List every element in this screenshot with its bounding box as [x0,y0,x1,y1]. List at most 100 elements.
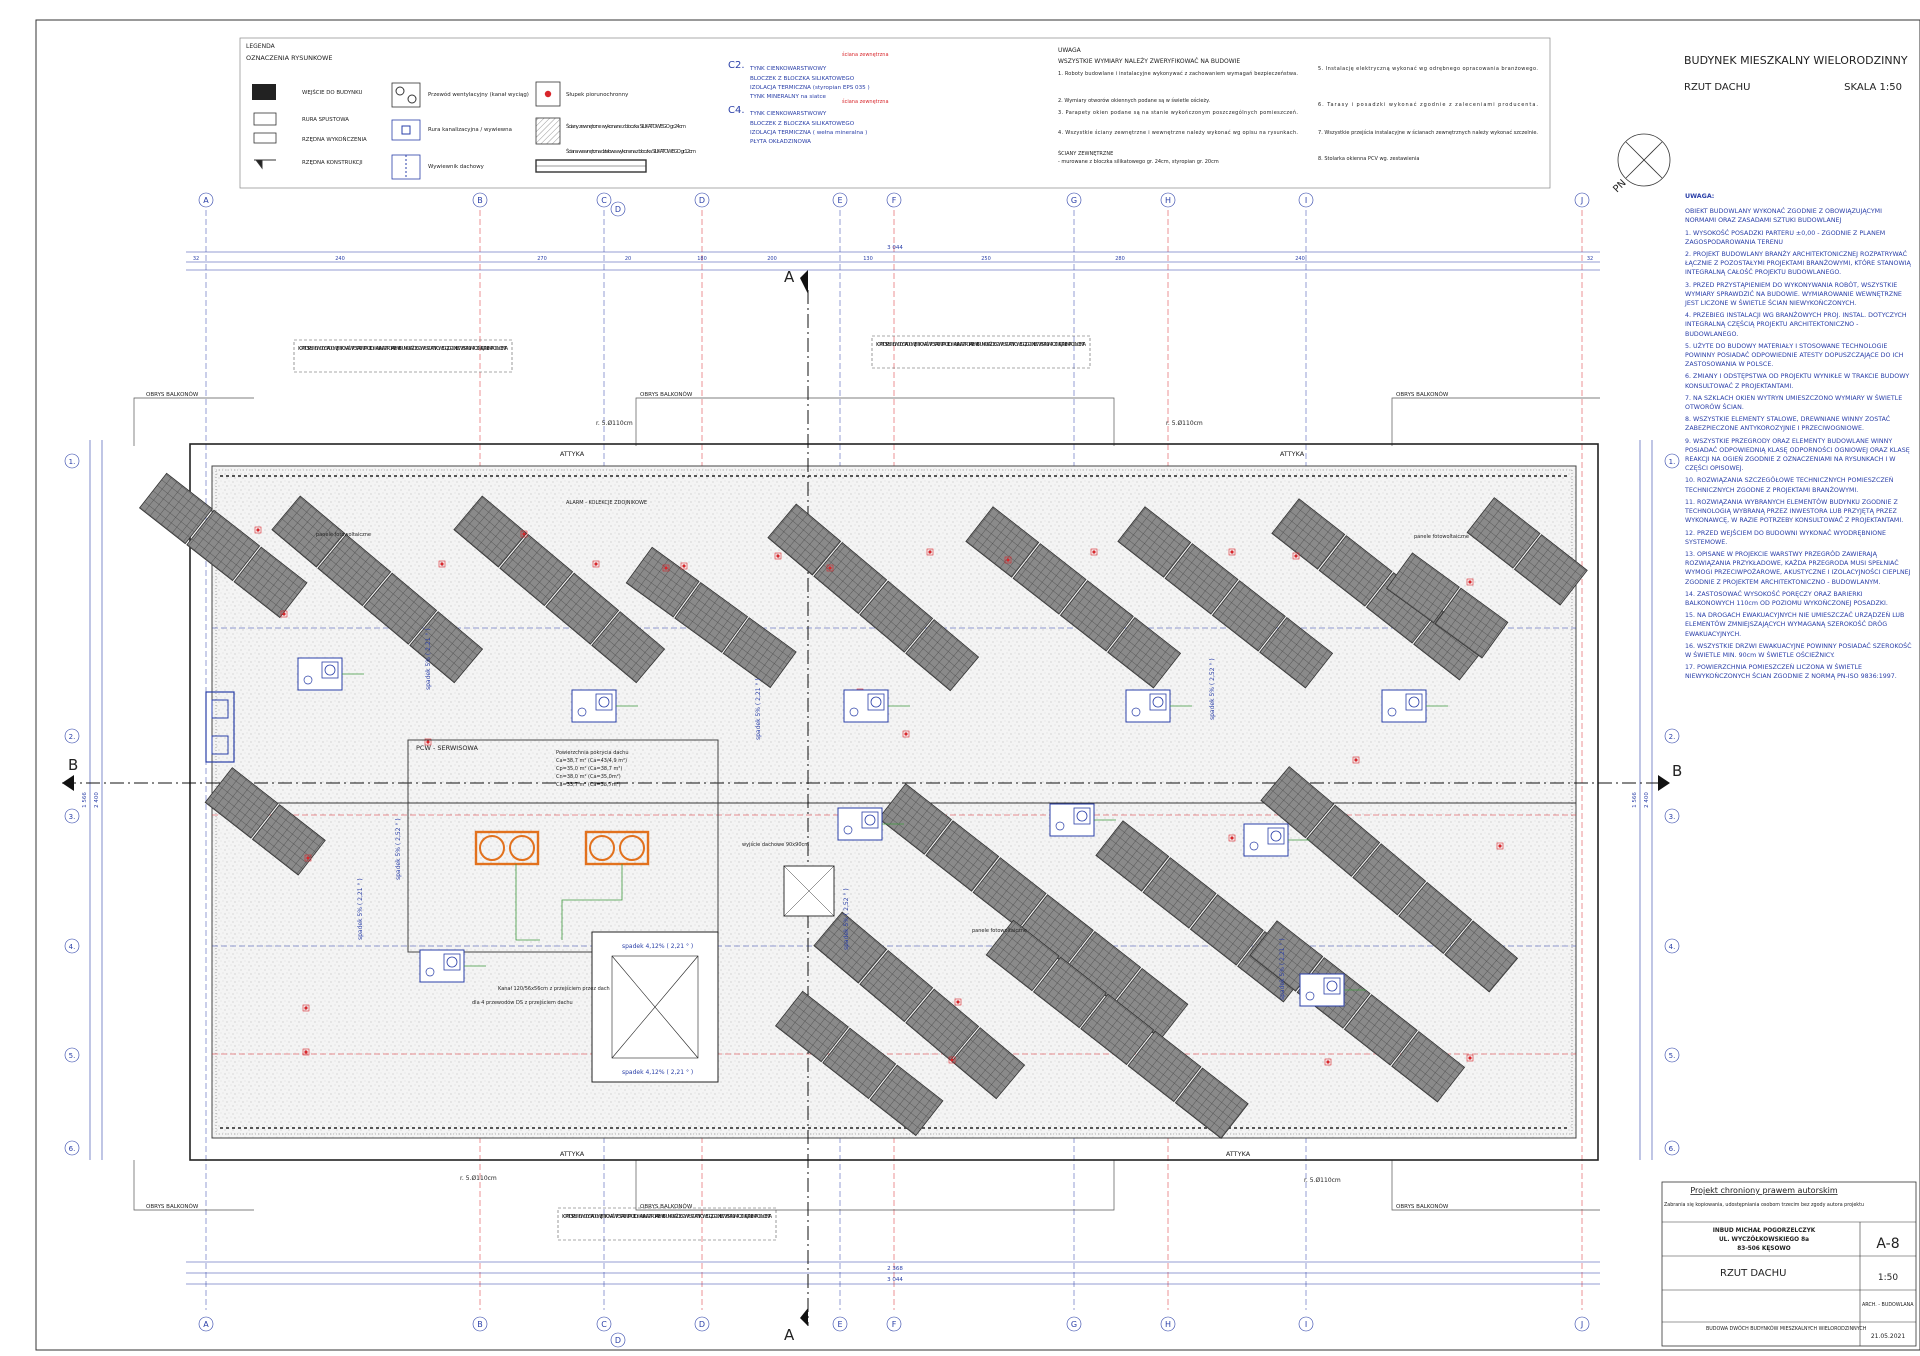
pv-module [965,506,1040,578]
vent-unit [571,689,638,723]
legend-panel [239,37,1551,189]
title-block: BUDYNEK MIESZKALNY WIELORODZINNY RZUT DA… [1611,54,1908,195]
axis-number: 1. [1669,458,1676,466]
pv-module [1259,617,1334,689]
stamp-copyright: Projekt chroniony prawem autorskim [1690,1186,1838,1195]
vent-unit [1049,803,1116,837]
note-item: 9. WSZYSTKIE PRZEGRODY ORAZ ELEMENTY BUD… [1685,437,1910,473]
lightning-rod-dot [928,550,932,554]
vent-unit-body [1381,689,1427,723]
axis-letter: E [837,196,842,205]
lightning-rod-dot [1468,1056,1472,1060]
legend: LEGENDA OZNACZENIA RYSUNKOWE WEJŚCIE DO … [246,43,696,180]
obrys-label-tr: OBRYS BALKONÓW [1396,391,1449,398]
layer-specs: ściana zewnętrzna C2. TYNK CIENKOWARSTWO… [728,51,889,145]
axis-bubble [832,1316,848,1332]
dim-bot-mid: 2 368 [887,1266,903,1272]
axis-bubble-row [64,938,80,954]
dim-tick-label: 250 [981,256,991,262]
obrys-label-tm: OBRYS BALKONÓW [640,391,693,398]
attyka-label-tr: ATTYKA [1280,450,1305,458]
vent-unit-outlet [843,825,853,835]
pv-module [774,990,849,1063]
pv-module [1466,497,1541,569]
left-duct-box-2 [211,735,229,755]
axis-number: 3. [1669,813,1676,821]
legend-item-level-finish: RZĘDNA WYKOŃCZENIA [302,136,367,143]
slope-labels: spadek 5% ( 2,21 ° ) spadek 5% ( 2,21 ° … [357,628,1286,1000]
note-box-bottom-text: KORYTO SPŁYWU WODY OPADOWEJ WYKONAĆ W PO… [562,1213,773,1220]
c2-red-note: ściana zewnętrzna [842,51,889,58]
pv-module [1211,580,1286,652]
pv-module [859,950,934,1023]
axis-number: 6. [69,1145,76,1153]
c4-line-2: BLOCZEK Z BLOCZKA SILIKATOWEGO [750,121,855,127]
axis-number: 5. [69,1052,76,1060]
axis-letter: H [1165,196,1171,205]
lightning-rod-marker [662,564,670,572]
legend-item-int-wall: Ściana wewnętrzna działowa wykonana z bl… [566,148,696,155]
stamp-scale: 1:50 [1878,1273,1898,1283]
lightning-rod-dot [1468,580,1472,584]
vent-unit-body [837,807,883,841]
slope-label-pyramid-bottom: spadek 4,12% ( 2,21 ° ) [622,1069,693,1076]
obrys-label-bl: OBRYS BALKONÓW [146,1203,199,1210]
pv-panel-array [767,503,980,692]
dim-right-mid: 1 566 [1632,792,1638,808]
alarm-note: ALARM - KOLEKCJE ZDOJNIKOWE [566,500,647,506]
lightning-rod-marker [1228,834,1236,842]
axis-letter: F [892,196,897,205]
stamp-company-1: INBUD MICHAŁ POGORZELCZYK [1713,1228,1816,1234]
vent-unit-fan-box [1405,693,1423,711]
lightning-rod-marker [1292,552,1300,560]
vent-unit [419,949,486,983]
legend-item-entrance: WEJŚCIE DO BUDYNKU [302,89,363,96]
pv-panel-array [453,495,666,684]
axis-bubble-row [1664,808,1680,824]
section-a-top: A [784,268,795,286]
vent-unit-fan-box [443,953,461,971]
note-box-tl-text: KORYTO SPŁYWU WODY OPADOWEJ WYKONAĆ W PO… [298,345,509,352]
lightning-rod-dot [1498,844,1502,848]
uwaga-c1-5: ŚCIANY ZEWNĘTRZNE [1058,150,1113,157]
note-item: 15. NA DROGACH EWAKUACYJNYCH NIE UMIESZC… [1685,612,1905,638]
pcw-detail-2: Ca=38,7 m² (Ca=43/4,9 m²) [556,758,627,764]
c4-line-1: TYNK CIENKOWARSTWOWY [749,111,827,117]
sewer-vent-inner [401,125,411,135]
pv-module [1271,498,1346,570]
vent-unit-outlet [849,707,859,717]
axis-letter: A [203,196,209,205]
dim-right-overall: 2 400 [1644,792,1650,808]
roof-exit-label: wyjście dachowe 90x90cm [742,841,809,848]
section-b-right-arrow [1658,775,1670,791]
uwaga-c1-6: - murowane z bloczka silikatowego gr. 24… [1058,159,1219,165]
lightning-rod-marker [902,730,910,738]
lightning-rod-dot [256,528,260,532]
uwaga-c1-3: 3. Parapety okien podane są na stanie wy… [1058,109,1298,116]
vent-unit [1299,973,1366,1007]
pv-module [591,611,666,684]
pv-panel-array [985,919,1249,1140]
north-arrow-line-2 [1625,141,1663,179]
legend-item-sewer-vent: Rura kanalizacyjna / wywiewna [428,127,512,133]
legend-item-level-structure: RZĘDNA KONSTRUKCJI [302,160,363,166]
dim-tick-label: 240 [335,256,345,262]
lightning-rod-marker [302,1004,310,1012]
obrys-label-bm: OBRYS BALKONÓW [640,1203,693,1210]
axis-bubble [1066,192,1082,208]
vent-unit-fan-box [867,693,885,711]
stamp-project-desc: BUDOWA DWÓCH BUDYNKÓW MIESZKALNYCH WIELO… [1706,1325,1867,1332]
axis-bubble [198,1316,214,1332]
axis-letter: A [203,1320,209,1329]
axis-letter: F [892,1320,897,1329]
pv-panel-array [1260,766,1519,993]
note-item: 7. NA SZKLACH OKIEN WYTRYN UMIESZCZONO W… [1685,394,1903,412]
axis-letter-extra: D [615,205,621,214]
axis-bubble [198,192,214,208]
axis-bubble [1298,192,1314,208]
note-item: 10. ROZWIĄZANIA SZCZEGÓŁOWE TECHNICZNYCH… [1685,477,1894,494]
panel-label-2: panele fotowoltaiczne [1414,534,1469,540]
axis-bubble [596,192,612,208]
pv-module [822,1027,897,1100]
heat-pump-1-fan-a [479,835,505,861]
